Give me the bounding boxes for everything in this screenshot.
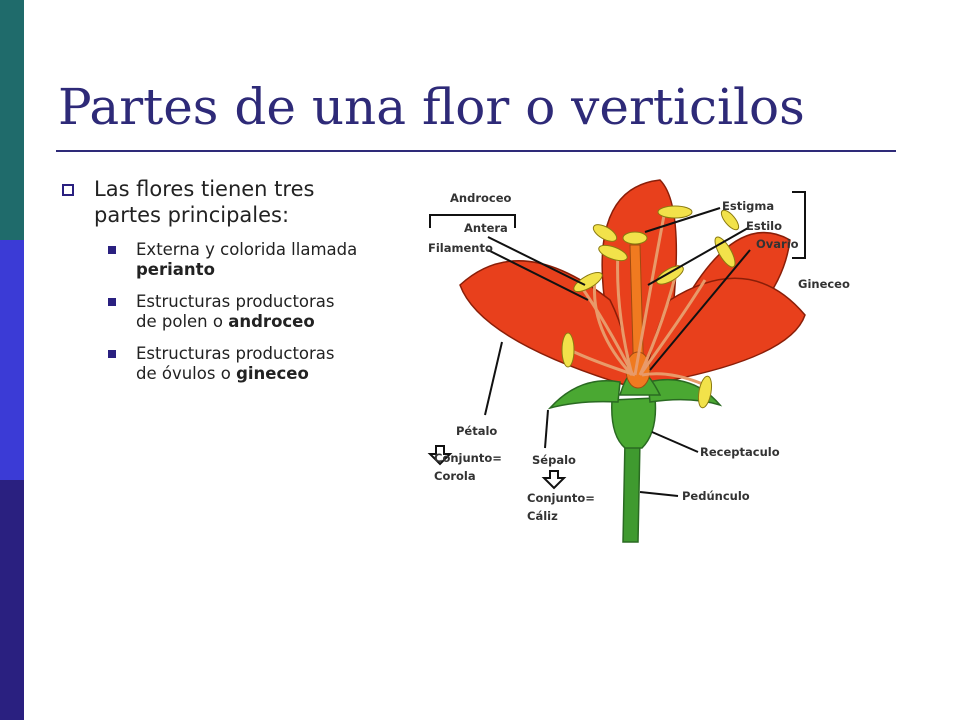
slide-title: Partes de una flor o verticilos [58,78,805,136]
leader-ovario [649,249,751,371]
bracket-androceo [429,214,516,228]
sub-bullet-bold: gineceo [236,364,309,383]
sidebar-band-teal [0,0,24,240]
filament-4 [638,279,707,376]
anther-5 [561,332,575,368]
leader-estilo [647,227,749,286]
diagram-labels: Androceo Antera Filamento Estigma Estilo… [428,191,850,523]
filament-8 [578,284,635,376]
title-underline [56,150,896,152]
main-bullet-text: Las flores tienen tres partes principale… [94,177,315,227]
sub-bullet-perianto: Externa y colorida llamada perianto [58,240,358,280]
arrow-down-icon [427,445,453,466]
sub-bullet-bold: androceo [228,312,315,331]
anther-2 [598,244,628,262]
sepal-left [547,380,621,410]
filament-3 [633,209,667,376]
hollow-square-bullet-icon [62,184,74,196]
label-petalo: Pétalo [456,424,497,438]
main-bullet: Las flores tienen tres partes principale… [58,176,358,228]
sub-bullet-list: Externa y colorida llamada perianto Estr… [58,240,358,384]
anther-7 [656,265,684,285]
label-conjunto-corola: Conjunto= [434,451,502,465]
label-gineceo: Gineceo [798,277,850,291]
bracket-gineceo [792,191,806,259]
label-estigma: Estigma [722,199,774,213]
label-caliz: Cáliz [527,509,558,523]
arrow-down-icon [541,470,567,490]
leader-pedunculo [639,491,679,497]
anthers [561,205,740,409]
filament-2 [616,249,634,376]
sub-bullet-androceo: Estructuras productoras de polen o andro… [58,292,358,332]
anther-8 [592,224,618,242]
label-filamento: Filamento [428,241,493,255]
leader-petalo [484,341,503,416]
label-antera: Antera [464,221,508,235]
label-estilo: Estilo [746,219,782,233]
sidebar-decoration [0,0,24,720]
label-pedunculo: Pedúnculo [682,489,750,503]
filaments [569,209,707,387]
leader-receptaculo [651,431,699,453]
sub-bullet-text: Estructuras productoras de polen o [136,292,335,331]
anther-6 [697,375,713,409]
label-receptaculo: Receptaculo [700,445,780,459]
leader-sepalo [544,409,549,449]
label-conjunto-caliz: Conjunto= [527,491,595,505]
filament-1 [592,279,634,377]
label-sepalo: Sépalo [532,453,576,467]
sub-bullet-bold: perianto [136,260,215,279]
leader-estigma [644,207,721,233]
leader-lines [429,191,806,497]
label-corola: Corola [434,469,476,483]
flower-diagram: Androceo Antera Filamento Estigma Estilo… [427,179,850,543]
square-bullet-icon [108,350,116,358]
square-bullet-icon [108,246,116,254]
label-androceo: Androceo [450,191,512,205]
anther-1 [573,271,603,293]
leader-filamento [487,249,589,301]
anther-9 [720,209,740,231]
square-bullet-icon [108,298,116,306]
leader-antera [487,236,586,286]
sidebar-band-indigo [0,480,24,720]
sub-bullet-gineceo: Estructuras productoras de óvulos o gine… [58,344,358,384]
stigma-shape [622,231,648,245]
peduncle-stem [622,439,641,543]
sidebar-band-blue [0,240,24,480]
bullet-content: Las flores tienen tres partes principale… [58,176,358,396]
label-ovario: Ovario [756,237,799,251]
receptacle-shape [611,397,657,449]
sub-bullet-text: Estructuras productoras de óvulos o [136,344,335,383]
filament-6 [641,372,706,387]
anther-3 [657,205,693,219]
sub-bullet-text: Externa y colorida llamada [136,240,358,259]
